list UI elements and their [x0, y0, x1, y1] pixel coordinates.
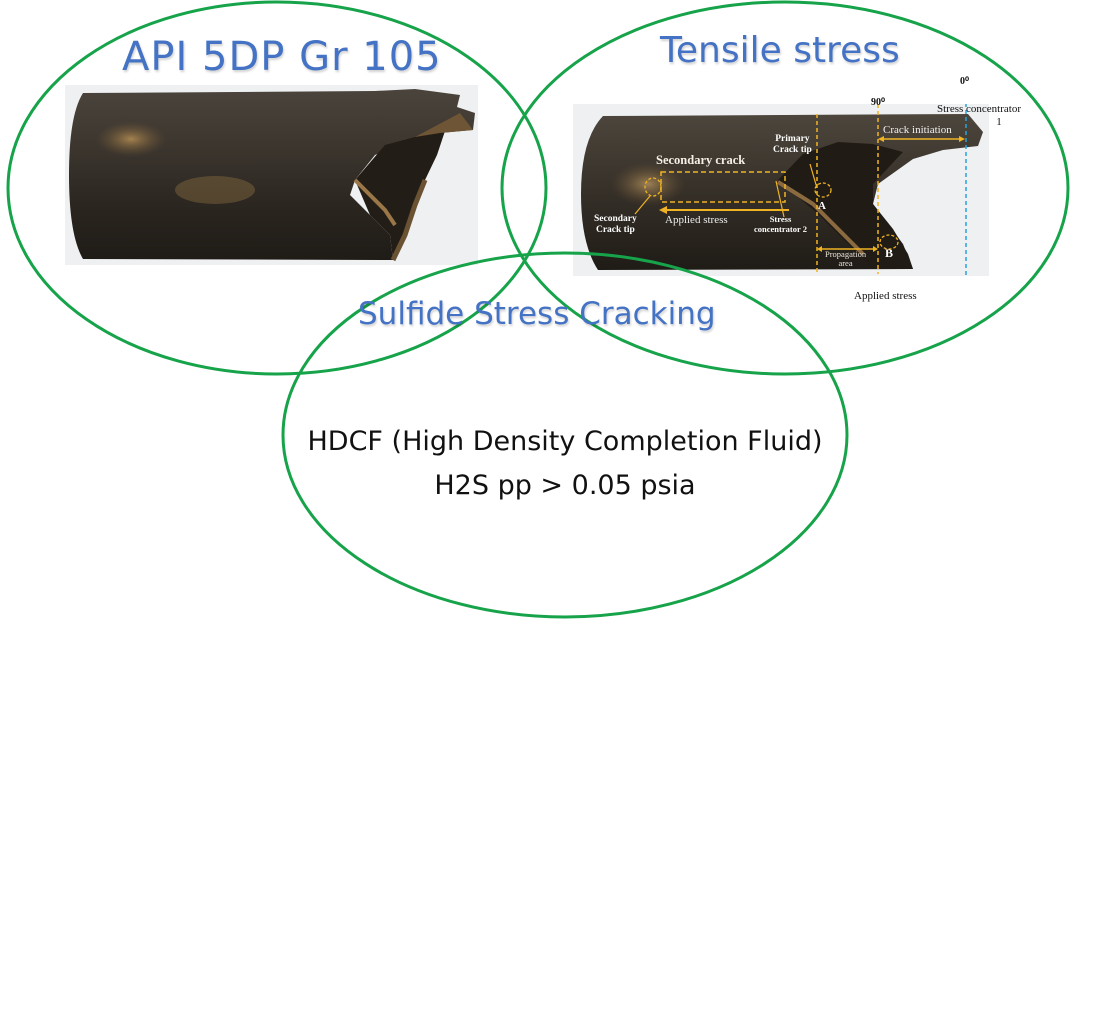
point-b-label: B: [885, 246, 894, 260]
stress-concentrator-2-line1: Stress: [769, 214, 792, 224]
stress-concentrator-1-line1: Stress concentrator: [937, 103, 1021, 115]
fractured-drill-pipe-photo: [65, 85, 478, 265]
stress-concentrator-2-label: Stress concentrator 2: [754, 214, 807, 234]
stress-concentrator-2-line2: concentrator 2: [754, 224, 807, 234]
environment-conditions: HDCF (High Density Completion Fluid) H2S…: [283, 420, 847, 508]
condition-hdcf: HDCF (High Density Completion Fluid): [307, 426, 823, 457]
pipe-illustration-1: [69, 89, 475, 262]
secondary-crack-label: Secondary crack: [656, 153, 746, 167]
condition-h2s: H2S pp > 0.05 psia: [434, 470, 696, 501]
applied-stress-outer-label: Applied stress: [854, 290, 917, 302]
angle-90-label: 90⁰: [871, 97, 886, 108]
propagation-area-line2: area: [838, 258, 853, 268]
stress-title: Tensile stress: [660, 30, 900, 71]
secondary-crack-tip-line2: Crack tip: [595, 225, 635, 235]
primary-crack-tip-line1: Primary: [775, 134, 810, 144]
applied-stress-inner-label: Applied stress: [665, 214, 728, 226]
propagation-area-label: Propagation area: [825, 250, 866, 268]
material-title: API 5DP Gr 105: [122, 34, 442, 80]
crack-initiation-label: Crack initiation: [883, 124, 952, 136]
point-a-label: A: [818, 200, 826, 212]
primary-crack-tip-label: Primary Crack tip: [773, 134, 812, 156]
secondary-crack-tip-line1: Secondary: [594, 214, 637, 224]
angle-0-label: 0⁰: [960, 76, 970, 87]
secondary-crack-tip-label: Secondary Crack tip: [594, 214, 637, 236]
primary-crack-tip-line2: Crack tip: [773, 145, 812, 155]
environment-title: Sulfide Stress Cracking: [358, 296, 716, 332]
